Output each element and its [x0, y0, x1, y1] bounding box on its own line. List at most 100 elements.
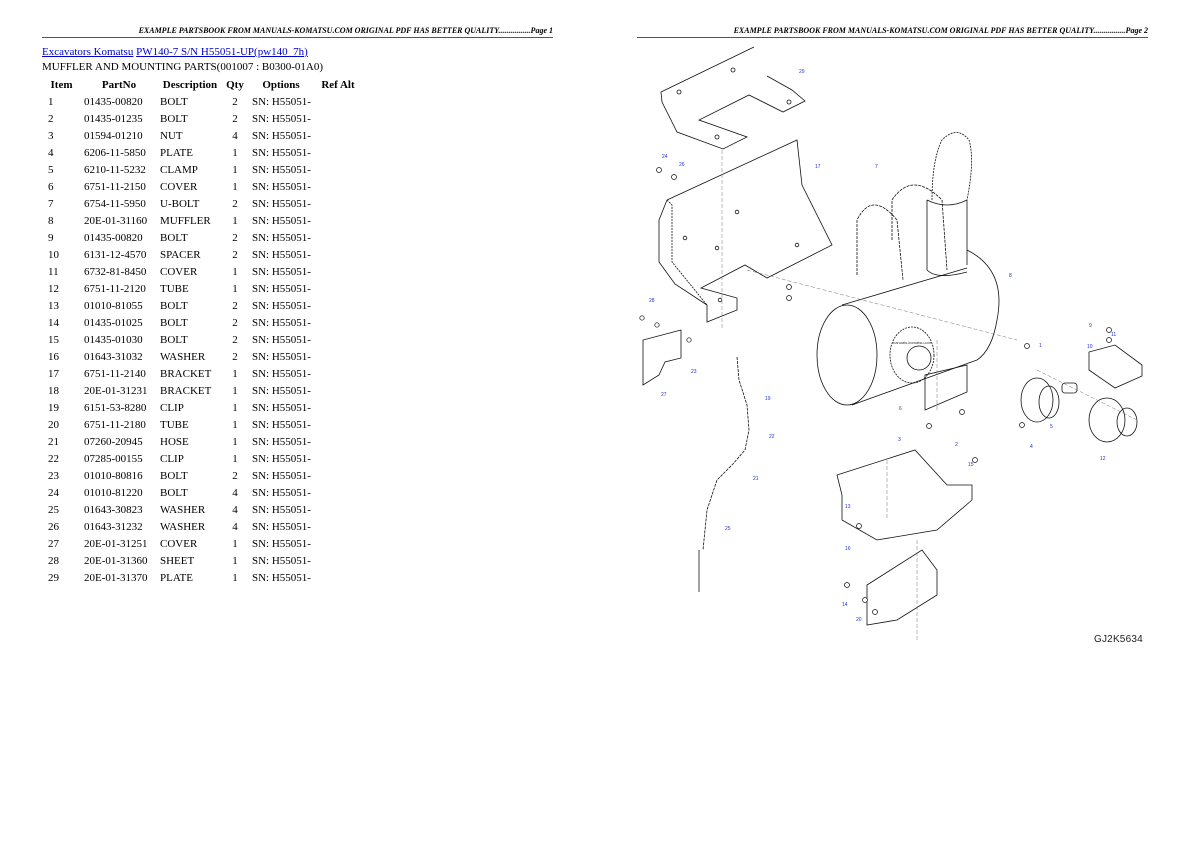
options-cell: SN: H55051-: [252, 435, 311, 448]
clamp-5-shape: [1020, 377, 1054, 423]
breadcrumb: Excavators Komatsu PW140-7 S/N H55051-UP…: [42, 46, 308, 58]
qty-cell: 4: [232, 503, 238, 516]
partno-cell: 6131-12-4570: [84, 248, 147, 261]
callout-9: 9: [1089, 323, 1092, 329]
item-cell: 27: [48, 537, 59, 550]
description-cell: U-BOLT: [160, 197, 200, 210]
breadcrumb-link-model[interactable]: PW140-7 S/N H55051-UP(pw140_7h): [136, 46, 308, 58]
ref-alt-cell: [315, 246, 361, 263]
col-header-options: Options: [262, 78, 300, 91]
ref-alt-cell: [315, 518, 361, 535]
options-cell: SN: H55051-: [252, 469, 311, 482]
options-cell: SN: H55051-: [252, 452, 311, 465]
item-cell: 29: [48, 571, 59, 584]
ref-alt-cell: [315, 501, 361, 518]
partno-cell: 6210-11-5232: [84, 163, 146, 176]
partno-cell: 01643-31232: [84, 520, 143, 533]
ref-alt-cell: [315, 484, 361, 501]
description-cell: BOLT: [160, 333, 188, 346]
ref-alt-cell: [315, 433, 361, 450]
description-cell: SHEET: [160, 554, 195, 567]
callout-10: 10: [1087, 344, 1093, 350]
partno-cell: 07285-00155: [84, 452, 143, 465]
ref-alt-cell: [315, 467, 361, 484]
tailpipe-shape: [926, 199, 968, 270]
partno-cell: 01010-81055: [84, 299, 143, 312]
partno-cell: 01643-31032: [84, 350, 143, 363]
item-cell: 5: [48, 163, 54, 176]
item-cell: 21: [48, 435, 59, 448]
partno-cell: 20E-01-31231: [84, 384, 148, 397]
callout-20: 20: [856, 617, 862, 623]
plate-29-shape: [660, 46, 806, 150]
item-cell: 28: [48, 554, 59, 567]
plate-28-shape: [642, 329, 682, 386]
qty-cell: 1: [232, 537, 238, 550]
callout-3: 3: [898, 437, 901, 443]
plate-4-shape: [1088, 344, 1143, 389]
ref-alt-cell: [315, 399, 361, 416]
description-cell: CLAMP: [160, 163, 198, 176]
callout-5: 5: [1050, 424, 1053, 430]
ref-alt-cell: [315, 331, 361, 348]
item-cell: 1: [48, 95, 54, 108]
partno-cell: 01435-01030: [84, 333, 143, 346]
col-header-qty: Qty: [226, 78, 244, 91]
options-cell: SN: H55051-: [252, 520, 311, 533]
qty-cell: 2: [232, 112, 238, 125]
cover-6-shape: [924, 364, 968, 411]
options-cell: SN: H55051-: [252, 571, 311, 584]
description-cell: BOLT: [160, 299, 188, 312]
callout-13: 13: [845, 504, 851, 510]
description-cell: BOLT: [160, 469, 188, 482]
item-cell: 26: [48, 520, 59, 533]
callout-8: 8: [1009, 273, 1012, 279]
description-cell: BOLT: [160, 112, 188, 125]
partno-cell: 01594-01210: [84, 129, 143, 142]
description-cell: WASHER: [160, 350, 206, 363]
item-cell: 18: [48, 384, 59, 397]
parts-table-header-row: Item PartNo Description Qty Options Ref …: [42, 76, 361, 93]
options-cell: SN: H55051-: [252, 503, 311, 516]
cover-11-shape: [866, 549, 938, 626]
description-cell: COVER: [160, 537, 198, 550]
callout-11: 11: [1111, 332, 1116, 338]
description-cell: BOLT: [160, 316, 188, 329]
partno-cell: 01435-00820: [84, 231, 143, 244]
callout-15: 15: [968, 462, 974, 468]
ref-alt-cell: [315, 552, 361, 569]
options-cell: SN: H55051-: [252, 180, 311, 193]
item-cell: 12: [48, 282, 59, 295]
ref-alt-cell: [315, 161, 361, 178]
description-cell: NUT: [160, 129, 183, 142]
item-cell: 14: [48, 316, 59, 329]
callout-28: 28: [649, 298, 655, 304]
options-cell: SN: H55051-: [252, 95, 311, 108]
qty-cell: 1: [232, 265, 238, 278]
description-cell: BRACKET: [160, 384, 212, 397]
qty-cell: 1: [232, 384, 238, 397]
partno-cell: 6754-11-5950: [84, 197, 146, 210]
partno-cell: 6732-81-8450: [84, 265, 147, 278]
spacer-10-shape: [1061, 382, 1078, 394]
description-cell: BRACKET: [160, 367, 212, 380]
page-1-header: EXAMPLE PARTSBOOK FROM MANUALS-KOMATSU.C…: [42, 26, 553, 38]
ref-alt-cell: [315, 314, 361, 331]
qty-cell: 2: [232, 197, 238, 210]
options-cell: SN: H55051-: [252, 554, 311, 567]
item-cell: 22: [48, 452, 59, 465]
qty-cell: 4: [232, 486, 238, 499]
col-header-description: Description: [162, 78, 218, 91]
breadcrumb-link-excavators[interactable]: Excavators Komatsu: [42, 46, 134, 58]
item-cell: 25: [48, 503, 59, 516]
callout-17: 17: [815, 164, 821, 170]
options-cell: SN: H55051-: [252, 129, 311, 142]
qty-cell: 2: [232, 95, 238, 108]
